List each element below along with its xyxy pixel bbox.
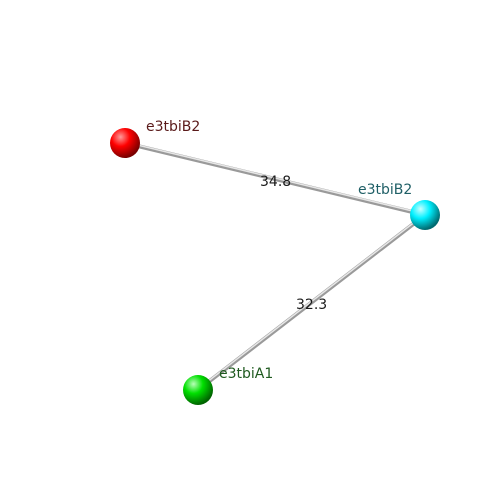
edge-label-cyan-green: 32.3 — [296, 297, 327, 313]
node-label-green: e3tbiA1 — [219, 366, 273, 382]
node-sphere-green[interactable] — [183, 375, 213, 405]
node-sphere-red[interactable] — [110, 128, 140, 158]
edge-cyan-green — [196, 213, 427, 392]
node-label-cyan: e3tbiB2 — [358, 182, 412, 198]
edge-red-cyan — [123, 141, 427, 217]
node-label-red: e3tbiB2 — [146, 119, 200, 135]
node-sphere-cyan[interactable] — [410, 200, 440, 230]
edge-label-red-cyan: 34.8 — [260, 174, 291, 190]
